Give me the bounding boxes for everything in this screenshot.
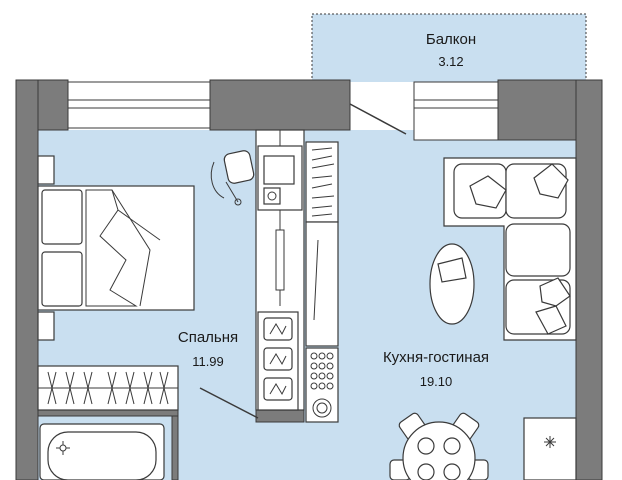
windows <box>67 81 499 141</box>
wall-left <box>15 79 39 480</box>
chair <box>210 150 255 206</box>
wall-partition-small <box>171 415 179 480</box>
window-bedroom <box>67 81 211 129</box>
fridge <box>523 417 577 480</box>
kitchen-counter <box>305 221 339 347</box>
nightstand-bottom <box>37 311 55 341</box>
nightstand-top <box>37 155 55 185</box>
kitchen-living-area: 19.10 <box>420 374 453 389</box>
coffee-table <box>429 243 475 325</box>
dining-table <box>389 412 489 480</box>
bathtub-icon <box>56 441 70 455</box>
balcony-door <box>349 103 407 135</box>
wall-right <box>575 79 603 480</box>
window-living <box>413 81 499 141</box>
balcony-area: 3.12 <box>438 54 463 69</box>
balcony-floor <box>312 14 586 82</box>
bed <box>37 185 195 311</box>
kitchen-living-label: Кухня-гостиная <box>383 349 489 366</box>
bedroom-area: 11.99 <box>192 354 224 369</box>
wall-partition-bath <box>37 409 179 417</box>
wardrobe <box>37 365 179 411</box>
bedroom-door <box>199 387 259 419</box>
sofa <box>443 157 577 341</box>
desk <box>210 145 303 211</box>
balcony-label: Балкон <box>426 31 476 48</box>
wall-top-mid <box>209 79 351 131</box>
storage-units <box>257 311 299 411</box>
bookshelf <box>305 141 339 223</box>
balcony <box>311 13 587 82</box>
stove <box>305 347 339 423</box>
balcony-outline <box>311 13 587 82</box>
wall-partition-bedroom-bottom <box>255 409 305 423</box>
stove-icon <box>310 352 334 418</box>
snowflake-icon <box>544 436 556 448</box>
bathtub <box>39 423 165 480</box>
bedroom-label: Спальня <box>178 329 238 346</box>
